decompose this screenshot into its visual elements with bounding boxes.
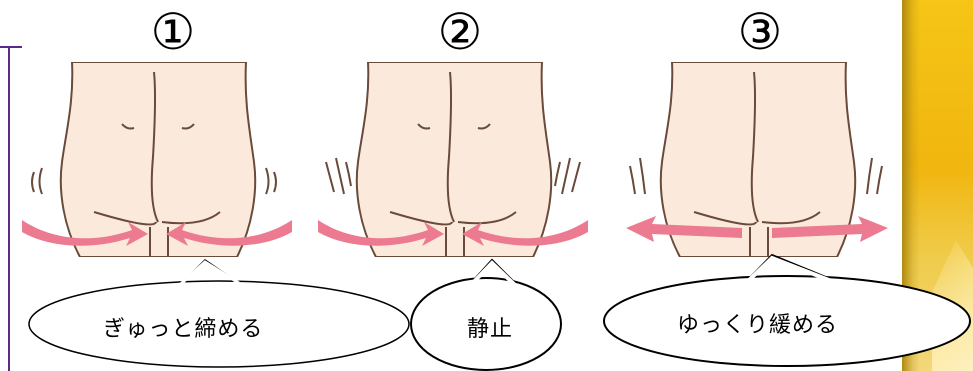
- caption-squeeze: ぎゅっと締める: [103, 311, 263, 343]
- caption-hold: 静止: [467, 311, 513, 343]
- caption-release: ゆっくり緩める: [677, 307, 838, 339]
